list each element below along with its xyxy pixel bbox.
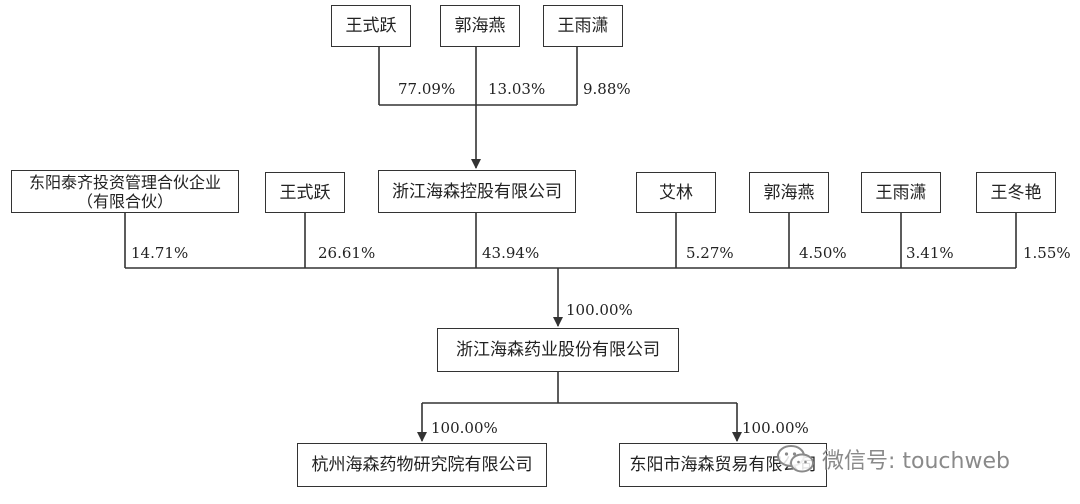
shareholder-pct: 4.50% [799,244,847,262]
shareholder-box: 艾林 [636,172,716,213]
subsidiary-name: 杭州海森药物研究院有限公司 [311,455,533,475]
shareholder-box: 王雨潇 [861,172,941,213]
shareholder-box: 王冬艳 [976,172,1056,213]
holding-company-name: 浙江海森控股有限公司 [392,181,562,202]
watermark-text: 微信号: touchweb [822,449,1010,474]
top-shareholder-name: 王雨潇 [557,16,609,36]
shareholder-pct: 43.94% [482,244,540,262]
main-company-box: 浙江海森药业股份有限公司 [437,328,679,372]
shareholder-name: 王式跃 [279,182,331,203]
shareholder-name: 王雨潇 [875,182,927,203]
top-shareholder-box: 王雨潇 [543,5,623,47]
main-company-pct: 100.00% [566,301,633,319]
top-shareholder-pct: 77.09% [398,80,456,98]
top-shareholder-pct: 13.03% [488,80,546,98]
shareholder-name-line1: 东阳泰齐投资管理合伙企业 [28,172,221,192]
top-shareholder-box: 郭海燕 [440,5,520,47]
shareholder-pct: 26.61% [318,244,376,262]
subsidiary-box: 杭州海森药物研究院有限公司 [297,443,547,487]
subsidiary-pct: 100.00% [742,419,809,437]
holding-company-box: 浙江海森控股有限公司 [378,170,576,213]
main-company-name: 浙江海森药业股份有限公司 [456,340,660,360]
shareholder-pct: 1.55% [1023,244,1071,262]
top-shareholder-box: 王式跃 [331,5,411,47]
shareholder-name: 郭海燕 [763,182,815,203]
shareholder-box: 王式跃 [265,172,345,213]
shareholder-box: 东阳泰齐投资管理合伙企业 （有限合伙） [11,170,239,213]
shareholder-pct: 5.27% [686,244,734,262]
top-shareholder-name: 王式跃 [345,16,397,36]
shareholder-pct: 3.41% [906,244,954,262]
shareholder-box: 郭海燕 [749,172,829,213]
top-shareholder-name: 郭海燕 [454,16,506,36]
shareholder-name: 艾林 [659,182,693,203]
shareholder-name-line2: （有限合伙） [76,191,173,211]
watermark: 微信号: touchweb [776,442,1010,476]
top-shareholder-pct: 9.88% [583,80,631,98]
shareholder-name: 王冬艳 [990,182,1042,203]
subsidiary-name: 东阳市海森贸易有限公司 [629,455,817,475]
shareholder-pct: 14.71% [131,244,189,262]
wechat-icon [777,445,814,473]
subsidiary-pct: 100.00% [431,419,498,437]
